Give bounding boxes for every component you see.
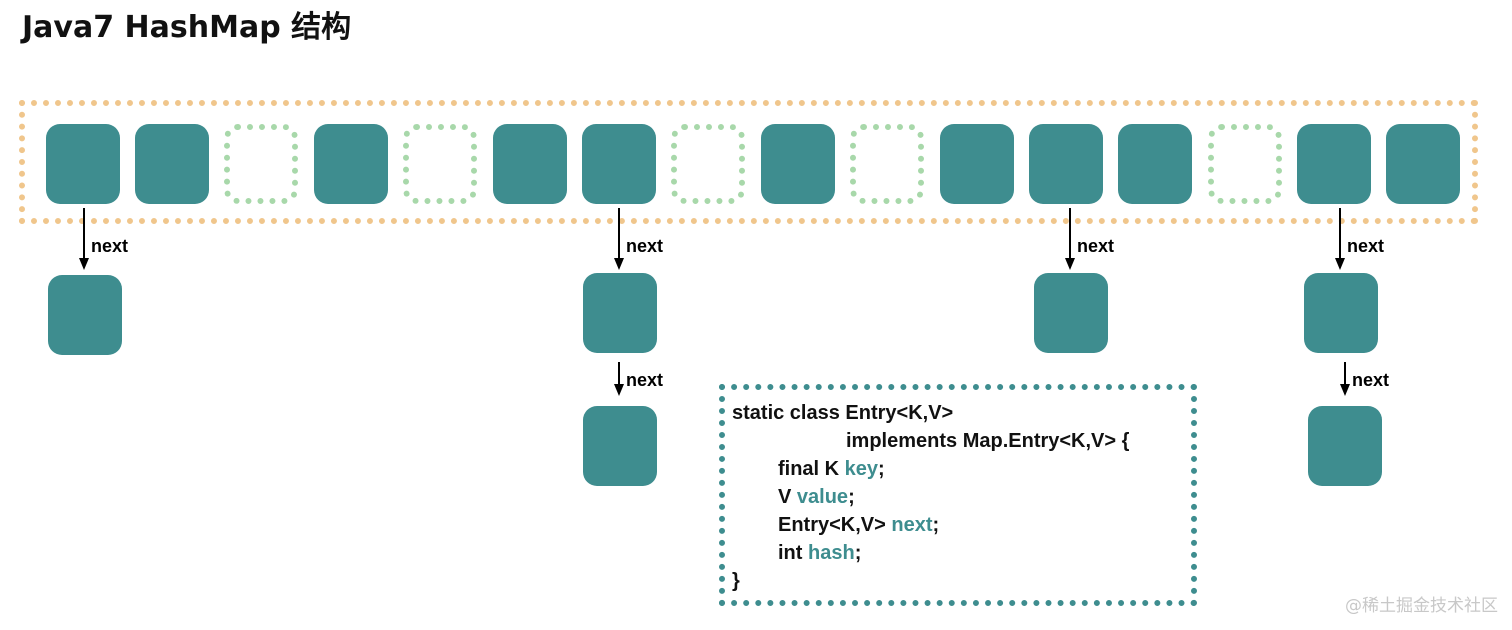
code-semicolon: ; [932, 514, 940, 536]
chain-node [583, 406, 657, 486]
code-line: final K key; [778, 458, 885, 481]
code-line: int hash; [778, 542, 861, 565]
code-identifier: hash [808, 542, 855, 564]
arrow-head-icon [614, 384, 624, 396]
next-label: next [1077, 236, 1115, 256]
chain-node [583, 273, 657, 353]
next-label: next [1352, 370, 1390, 390]
bucket-slot-filled [493, 124, 567, 204]
code-line: } [732, 570, 740, 593]
arrow-head-icon [79, 258, 89, 270]
arrow-head-icon [1335, 258, 1345, 270]
bucket-slot-filled [761, 124, 835, 204]
bucket-slot-filled [46, 124, 120, 204]
bucket-slot-empty [850, 124, 924, 204]
code-keyword: int [778, 542, 808, 564]
code-identifier: next [891, 514, 933, 536]
next-label: next [1347, 236, 1385, 256]
next-label: next [626, 370, 664, 390]
bucket-slot-empty [403, 124, 477, 204]
bucket-slot-filled [314, 124, 388, 204]
bucket-slot-filled [1029, 124, 1103, 204]
arrow-head-icon [1065, 258, 1075, 270]
arrow-line [618, 208, 620, 258]
code-semicolon: ; [878, 458, 885, 480]
code-keyword: Entry<K,V> [778, 514, 892, 536]
arrow-line [1069, 208, 1071, 258]
code-text: implements Map.Entry<K,V> { [846, 430, 1130, 452]
code-semicolon: ; [848, 486, 855, 508]
bucket-slot-filled [1297, 124, 1371, 204]
bucket-slot-filled [940, 124, 1014, 204]
bucket-slot-empty [671, 124, 745, 204]
bucket-slot-empty [1208, 124, 1282, 204]
chain-node [1304, 273, 1378, 353]
arrow-line [83, 208, 85, 258]
bucket-slot-filled [1118, 124, 1192, 204]
arrow-head-icon [1340, 384, 1350, 396]
bucket-slot-filled [135, 124, 209, 204]
code-close-brace: } [732, 570, 740, 592]
code-text: static class Entry<K,V> [732, 402, 954, 424]
chain-node [1308, 406, 1382, 486]
bucket-array [19, 100, 1478, 224]
code-semicolon: ; [854, 542, 862, 564]
arrow-line [618, 362, 620, 384]
bucket-slot-empty [224, 124, 298, 204]
code-line: Entry<K,V> next; [778, 514, 939, 537]
next-label: next [91, 236, 129, 256]
chain-node [1034, 273, 1108, 353]
code-identifier: value [796, 486, 849, 508]
code-line: implements Map.Entry<K,V> { [846, 430, 1129, 453]
arrow-line [1344, 362, 1346, 384]
arrow-line [1339, 208, 1341, 258]
entry-class-box: static class Entry<K,V> implements Map.E… [719, 384, 1197, 606]
code-keyword: final K [778, 458, 845, 480]
bucket-slot-filled [582, 124, 656, 204]
arrow-head-icon [614, 258, 624, 270]
code-identifier: key [844, 458, 879, 480]
code-keyword: V [778, 486, 797, 508]
next-label: next [626, 236, 664, 256]
bucket-slot-filled [1386, 124, 1460, 204]
chain-node [48, 275, 122, 355]
code-line: static class Entry<K,V> [732, 402, 953, 425]
watermark: @稀土掘金技术社区 [1345, 596, 1498, 616]
diagram-title: Java7 HashMap 结构 [22, 10, 352, 45]
code-line: V value; [778, 486, 855, 509]
